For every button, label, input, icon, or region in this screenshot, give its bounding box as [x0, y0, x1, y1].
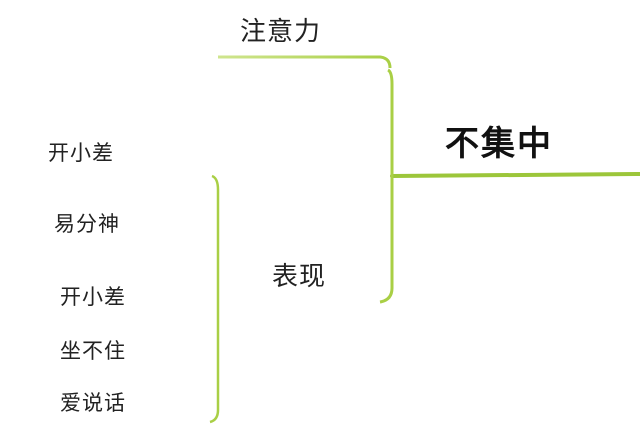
branch-underline-attention: [218, 55, 392, 69]
branch-attention: 注意力: [240, 17, 322, 47]
root-underline: [390, 172, 640, 178]
trunk-connector: [379, 68, 394, 304]
leaf-item: 爱说话: [60, 391, 126, 415]
leaf-item: 易分神: [54, 212, 120, 236]
leaf-connector: [209, 174, 220, 424]
leaf-item: 开小差: [60, 285, 126, 309]
root-node: 不集中: [445, 124, 553, 164]
leaf-item: 开小差: [48, 141, 114, 165]
branch-performance: 表现: [272, 262, 327, 292]
leaf-item: 坐不住: [60, 339, 126, 363]
